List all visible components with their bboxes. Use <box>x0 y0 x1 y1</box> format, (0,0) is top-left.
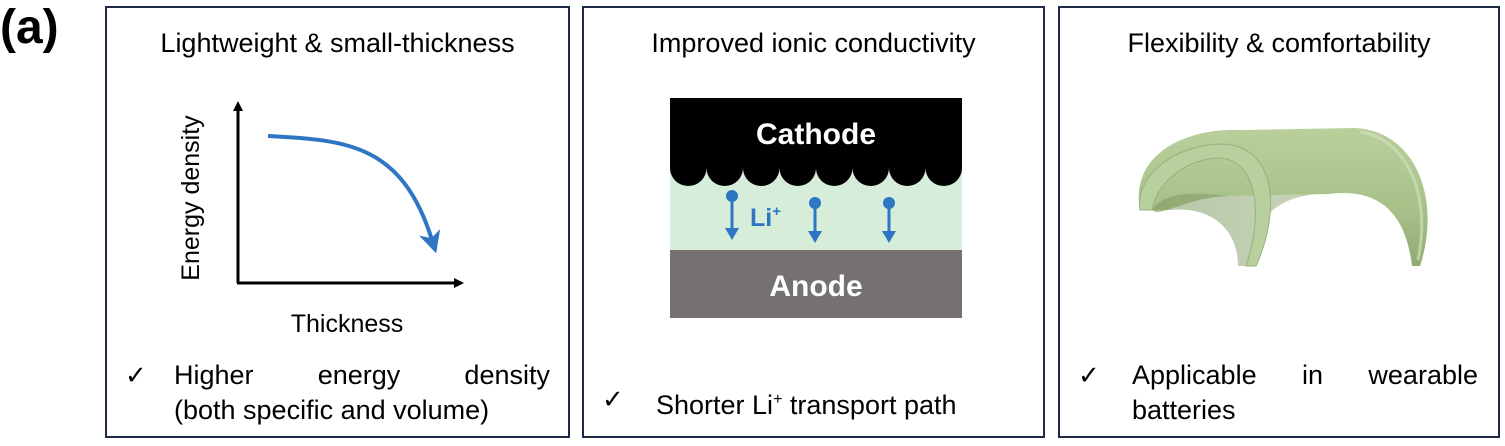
tube-body <box>1138 128 1428 266</box>
ion-arrow <box>808 197 822 243</box>
bullet-wearable: Applicable in wearable batteries <box>1132 358 1478 428</box>
check-mark: ✓ <box>1078 360 1100 390</box>
x-axis-label: Thickness <box>291 310 404 338</box>
panel-label: (a) <box>0 1 59 54</box>
bullet-word: wearable <box>1368 360 1478 390</box>
ion-arrow <box>725 190 739 240</box>
tube-front-edge <box>1139 143 1272 267</box>
bullet-word: density <box>464 360 550 390</box>
tube-inner <box>1152 193 1328 266</box>
energy-curve <box>267 134 441 254</box>
panel-ionic: Improved ionic conductivity Cathode Anod… <box>582 6 1045 438</box>
anode-label: Anode <box>769 270 862 303</box>
bullet-higher-energy: Higher energy density (both specific and… <box>174 358 550 428</box>
bullet-sup: + <box>773 391 783 408</box>
flexible-tube-image <box>1138 128 1428 267</box>
bullet-text: Shorter Li <box>656 390 774 420</box>
panel-title: Flexibility & comfortability <box>1127 28 1431 58</box>
bullet-shorter-path: Shorter Li+ transport path <box>656 382 957 423</box>
cathode-layer <box>670 98 962 186</box>
bullet-word: Applicable <box>1132 360 1257 390</box>
panel-flexibility: Flexibility & comfortability ✓ Applicabl… <box>1058 6 1500 438</box>
battery-diagram: Cathode Anode Li+ <box>670 98 962 318</box>
check-mark: ✓ <box>125 360 147 390</box>
panel-title: Improved ionic conductivity <box>651 28 976 58</box>
cathode-label: Cathode <box>756 118 876 151</box>
bullet-word: energy <box>317 360 401 390</box>
ion-label: Li+ <box>750 203 781 232</box>
bullet-text: transport path <box>782 390 957 420</box>
ion-arrow <box>882 197 896 243</box>
bullet-line: batteries <box>1132 395 1236 425</box>
bullet-word: Higher <box>174 360 254 390</box>
tube-highlight <box>1359 130 1424 261</box>
y-axis-label: Energy density <box>177 115 205 281</box>
bullet-word: in <box>1302 360 1324 390</box>
bullet-line: (both specific and volume) <box>174 395 490 425</box>
anode-layer <box>670 250 962 318</box>
energy-thickness-plot: Energy density Thickness <box>177 101 464 338</box>
panel-title: Lightweight & small-thickness <box>160 28 515 58</box>
check-mark: ✓ <box>602 384 624 414</box>
panel-lightweight: Lightweight & small-thickness Energy den… <box>105 6 570 438</box>
